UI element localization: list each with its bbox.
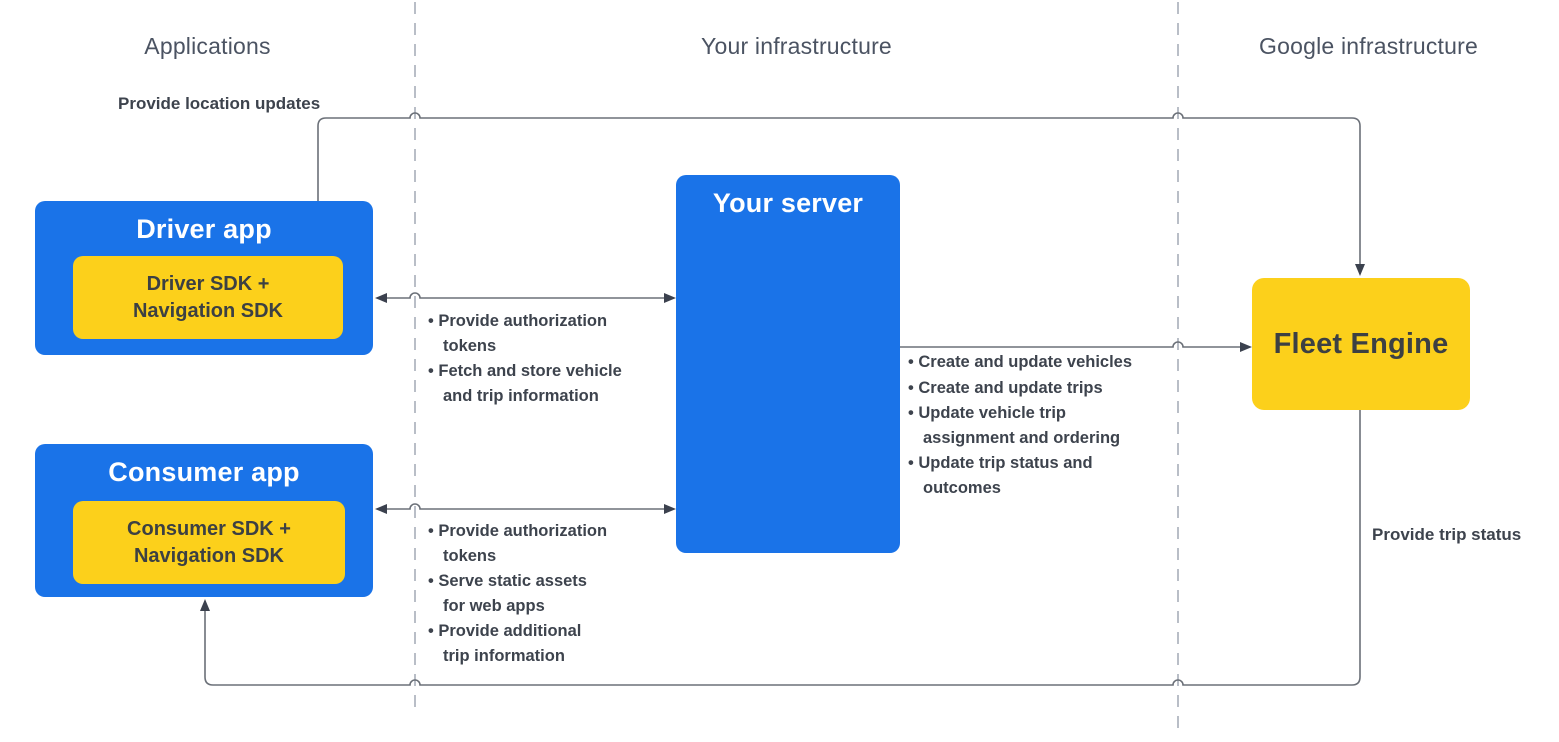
edge-label-location-updates: Provide location updates (118, 94, 321, 113)
edge-label-trip-status: Provide trip status (1372, 525, 1522, 544)
node-fleet-engine: Fleet Engine (1252, 278, 1470, 410)
edge-driver-server (375, 292, 676, 303)
bullets-driver-server: Provide authorization tokensFetch and st… (428, 309, 673, 409)
node-driver-app: Driver app Driver SDK + Navigation SDK (35, 201, 373, 355)
bullet-item: Create and update vehicles (908, 350, 1178, 375)
bullet-item: Update vehicle trip assignment and order… (908, 401, 1178, 450)
node-consumer-sdk: Consumer SDK + Navigation SDK (73, 501, 345, 584)
bullet-item: Provide authorization tokens (428, 519, 673, 568)
column-header-applications: Applications (144, 33, 271, 59)
edge-location-updates (317, 112, 1365, 276)
edge-trip-status (200, 410, 1361, 686)
bullet-item: Provide additional trip information (428, 619, 673, 668)
edge-consumer-server (375, 503, 676, 514)
consumer-app-title: Consumer app (108, 457, 300, 487)
your-server-title: Your server (712, 188, 864, 218)
column-header-google-infrastructure: Google infrastructure (1259, 33, 1478, 59)
node-consumer-app: Consumer app Consumer SDK + Navigation S… (35, 444, 373, 597)
node-your-server: Your server (676, 175, 900, 553)
bullet-item: Serve static assets for web apps (428, 569, 673, 618)
node-driver-sdk: Driver SDK + Navigation SDK (73, 256, 343, 339)
bullets-server-fleet: Create and update vehiclesCreate and upd… (908, 350, 1178, 501)
bullet-item: Provide authorization tokens (428, 309, 673, 358)
column-header-your-infrastructure: Your infrastructure (701, 33, 892, 59)
bullet-item: Fetch and store vehicle and trip informa… (428, 359, 673, 408)
bullets-consumer-server: Provide authorization tokensServe static… (428, 519, 673, 669)
edge-server-fleet (900, 341, 1252, 352)
driver-app-title: Driver app (136, 214, 272, 244)
bullet-item: Create and update trips (908, 376, 1178, 401)
bullet-item: Update trip status and outcomes (908, 451, 1178, 500)
